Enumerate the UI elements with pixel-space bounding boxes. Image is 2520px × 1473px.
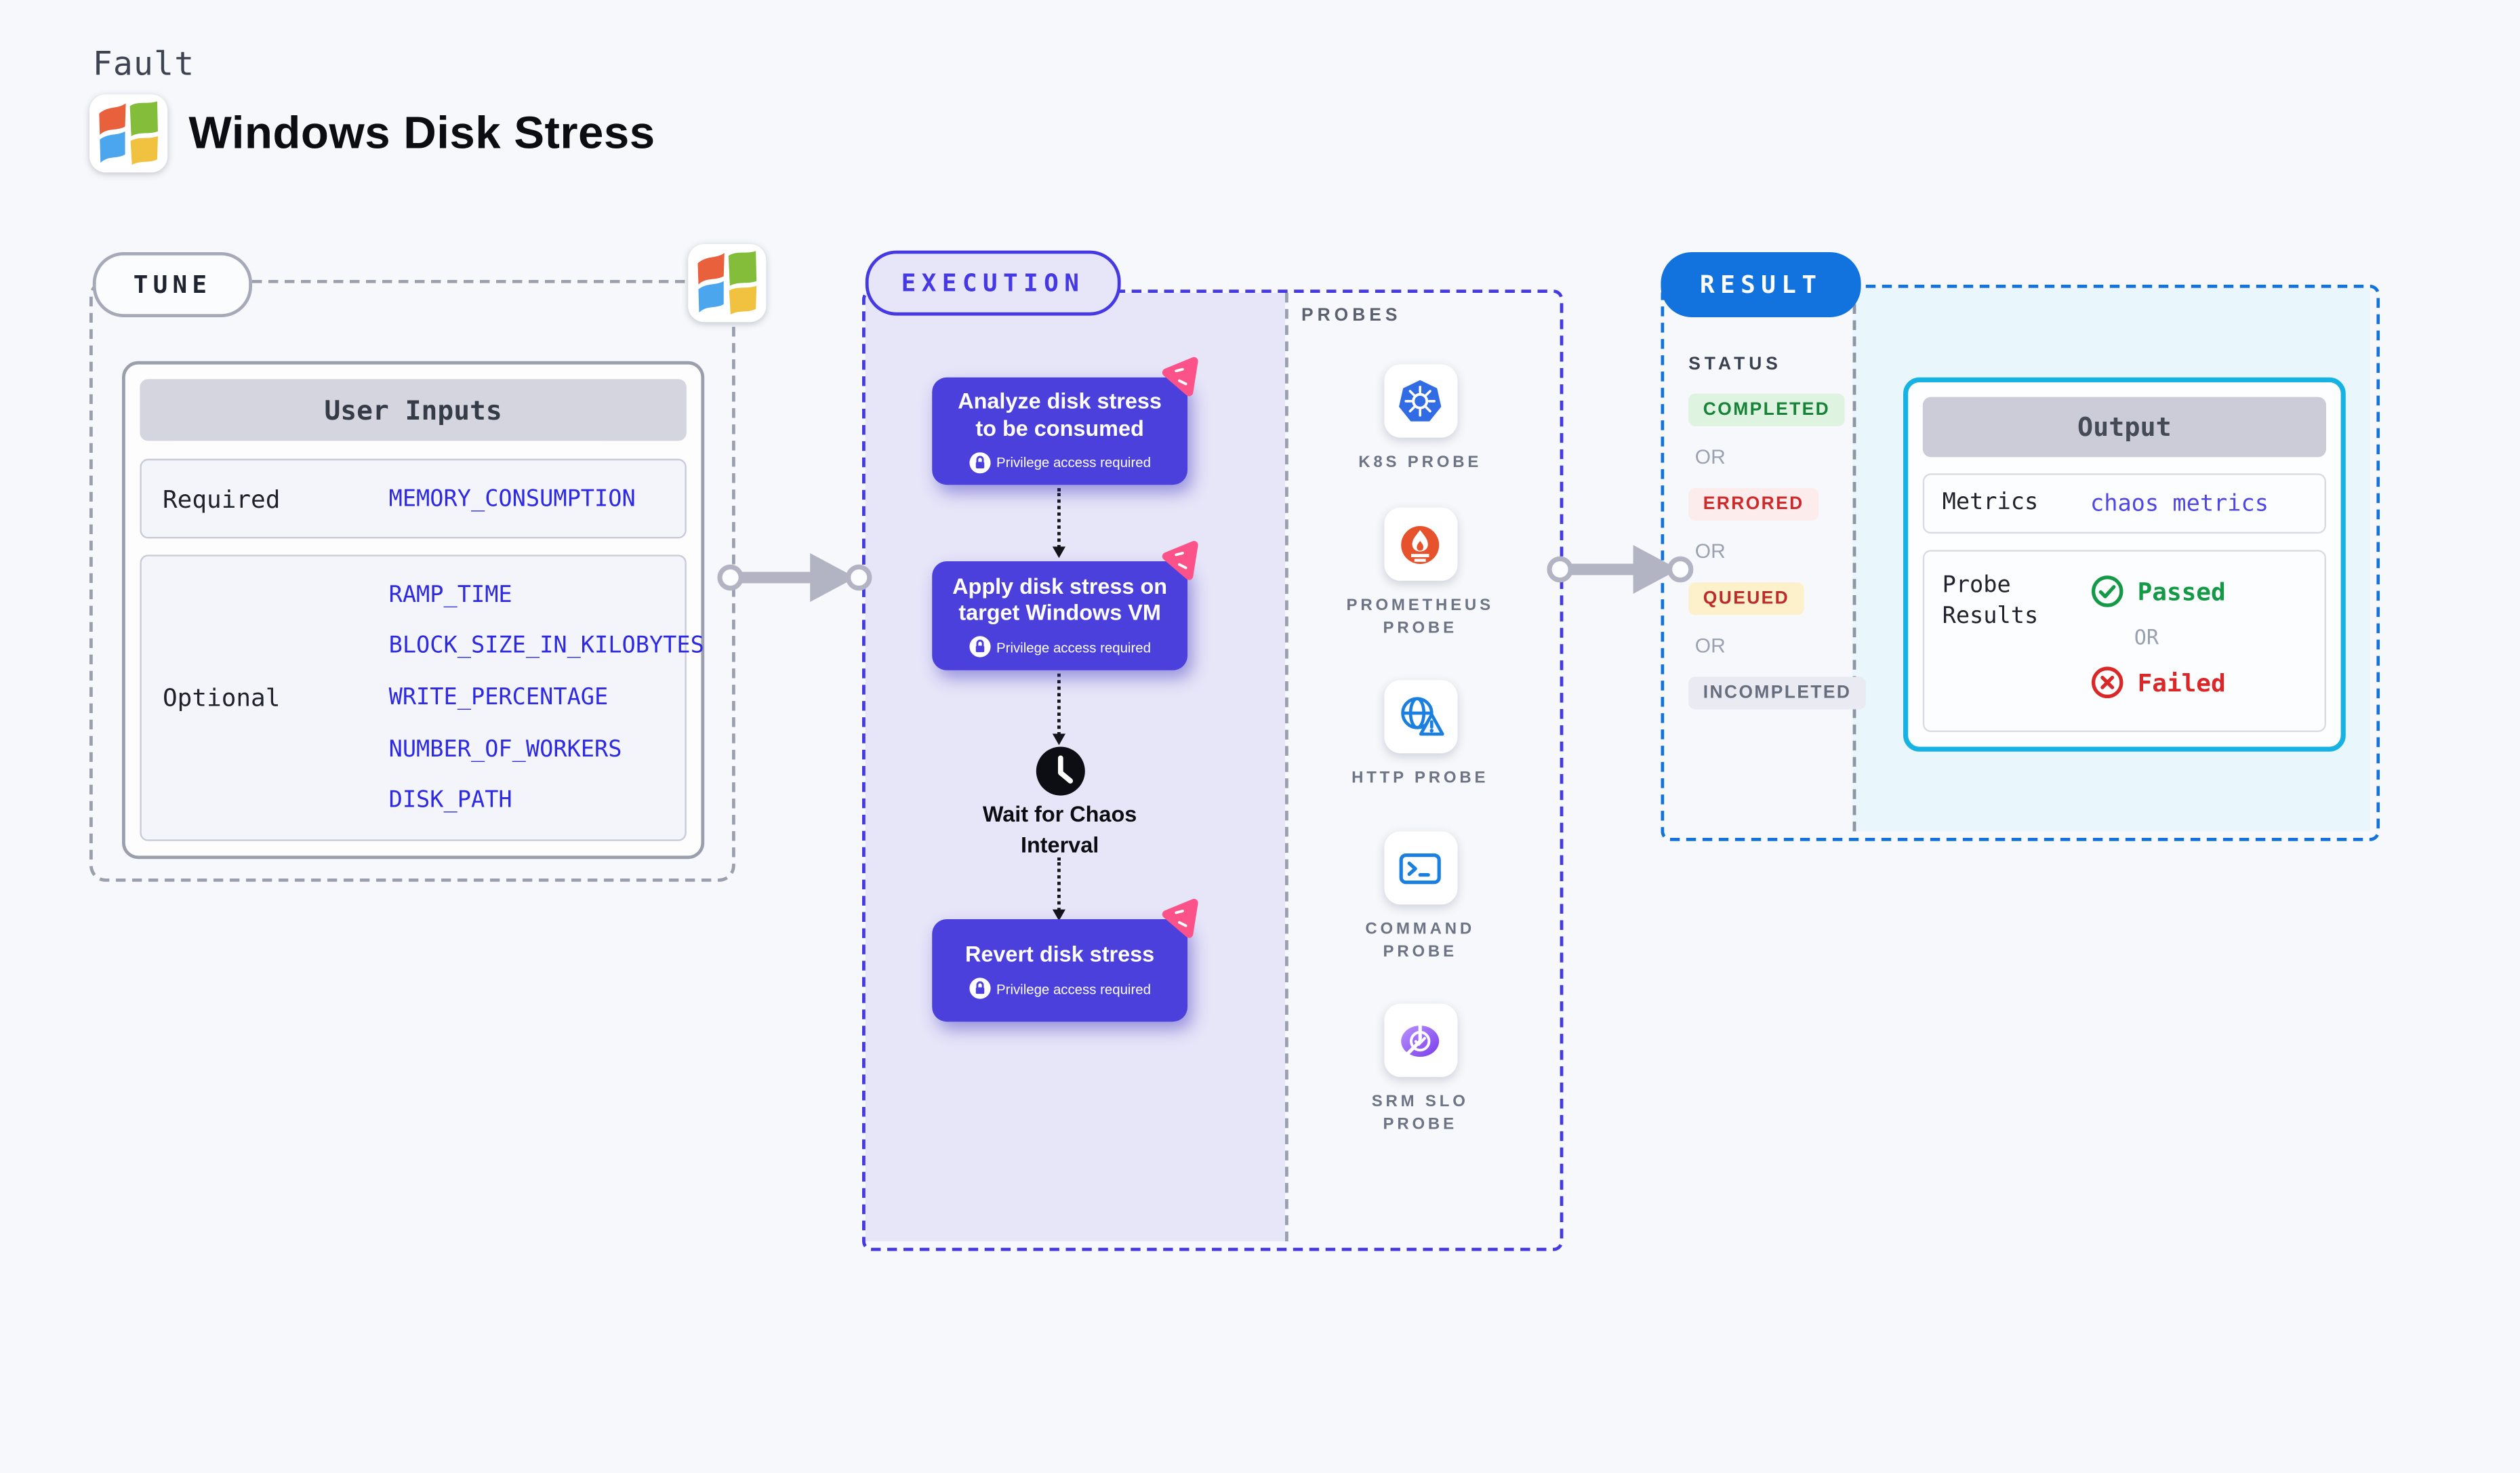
privilege-note-label: Privilege access required [996, 980, 1151, 997]
title-row: Windows Disk Stress [89, 94, 655, 173]
chaos-pinwheel-icon [1162, 357, 1198, 397]
flow-arrow-tune-to-execution [717, 553, 872, 603]
probe-command: COMMAND PROBE [1293, 831, 1547, 963]
user-inputs-card: User Inputs Required MEMORY_CONSUMPTION … [122, 361, 705, 860]
prometheus-icon [1383, 507, 1457, 581]
step-connector [1052, 857, 1065, 921]
status-badge-completed: COMPLETED [1688, 393, 1845, 426]
status-badge-queued: QUEUED [1688, 582, 1804, 616]
chaos-pinwheel-icon [1162, 899, 1198, 938]
execution-step-apply: Apply disk stress on target Windows VM P… [932, 541, 1198, 670]
optional-param: BLOCK_SIZE_IN_KILOBYTES [388, 633, 704, 660]
lock-icon [969, 451, 990, 473]
user-inputs-title: User Inputs [140, 379, 687, 441]
globe-warning-icon [1383, 680, 1457, 754]
probe-label: HTTP PROBE [1352, 769, 1489, 788]
probe-http: HTTP PROBE [1293, 680, 1547, 790]
privilege-note-label: Privilege access required [996, 639, 1151, 655]
privilege-note: Privilege access required [969, 451, 1151, 473]
probe-srm-slo: SRM SLO PROBE [1293, 1003, 1547, 1135]
windows-logo-small-icon [688, 244, 767, 323]
failed-label: Failed [2137, 668, 2226, 698]
optional-inputs-row: Optional RAMP_TIME BLOCK_SIZE_IN_KILOBYT… [140, 554, 704, 841]
or-separator: OR [1694, 540, 1726, 563]
execution-step-revert: Revert disk stress Privilege access requ… [932, 899, 1198, 1022]
probe-label: K8S PROBE [1358, 453, 1482, 472]
chaos-pinwheel-icon [1162, 541, 1198, 580]
privilege-note: Privilege access required [969, 636, 1151, 658]
terminal-icon [1383, 831, 1457, 905]
clock-icon [1036, 746, 1085, 796]
probe-results-row: Probe Results Passed OR Failed [1922, 550, 2327, 732]
optional-param: WRITE_PERCENTAGE [388, 685, 609, 711]
privilege-note: Privilege access required [969, 977, 1151, 999]
probe-label: PROMETHEUS PROBE [1346, 597, 1494, 637]
or-separator: OR [2134, 624, 2159, 649]
wait-for-chaos-interval-label: Wait for Chaos Interval [982, 802, 1137, 857]
tune-badge: TUNE [92, 252, 253, 318]
status-column: STATUS COMPLETED OR ERRORED OR QUEUED OR… [1688, 355, 1866, 710]
windows-logo-icon [89, 94, 168, 173]
step-connector [1052, 488, 1065, 559]
required-label: Required [163, 484, 281, 514]
result-badge: RESULT [1661, 252, 1862, 318]
metrics-row: Metrics chaos metrics [1922, 473, 2327, 534]
passed-label: Passed [2137, 576, 2226, 607]
probe-k8s: K8S PROBE [1293, 364, 1547, 475]
required-inputs-row: Required MEMORY_CONSUMPTION [140, 458, 687, 539]
or-separator: OR [1694, 634, 1726, 658]
probe-label: COMMAND PROBE [1365, 921, 1475, 961]
probe-passed-line: Passed [2090, 574, 2226, 608]
chaos-metrics-link: chaos metrics [2090, 490, 2269, 517]
step-title: Apply disk stress on target Windows VM [952, 573, 1168, 625]
output-card: Output Metrics chaos metrics Probe Resul… [1903, 377, 2346, 752]
execution-section-box [862, 289, 1564, 1251]
x-circle-icon [2091, 666, 2123, 699]
probe-label: SRM SLO PROBE [1371, 1093, 1469, 1133]
probes-divider [1285, 293, 1288, 1242]
probe-prometheus: PROMETHEUS PROBE [1293, 507, 1547, 639]
metrics-label: Metrics [1942, 489, 2039, 516]
fault-kicker: Fault [92, 43, 195, 83]
step-title: Revert disk stress [964, 942, 1155, 967]
optional-label: Optional [163, 683, 281, 713]
required-param: MEMORY_CONSUMPTION [388, 485, 636, 512]
optional-param: RAMP_TIME [388, 582, 512, 608]
step-title: Analyze disk stress to be consumed [958, 389, 1162, 441]
page-title: Windows Disk Stress [188, 107, 655, 158]
srm-slo-icon [1383, 1003, 1457, 1077]
lock-icon [969, 636, 990, 658]
probe-failed-line: Failed [2090, 666, 2226, 700]
check-circle-icon [2091, 576, 2123, 607]
status-badge-errored: ERRORED [1688, 488, 1819, 521]
probe-results-label: Probe Results [1942, 572, 2039, 630]
flow-arrow-execution-to-result [1547, 545, 1694, 594]
execution-step-analyze: Analyze disk stress to be consumed Privi… [932, 357, 1198, 485]
step-connector [1052, 673, 1065, 746]
status-badge-incompleted: INCOMPLETED [1688, 677, 1866, 710]
execution-badge: EXECUTION [865, 250, 1121, 316]
lock-icon [969, 977, 990, 999]
privilege-note-label: Privilege access required [996, 454, 1151, 471]
optional-param: NUMBER_OF_WORKERS [388, 736, 622, 763]
probes-title: PROBES [1301, 306, 1402, 326]
status-title: STATUS [1688, 355, 1782, 374]
optional-param: DISK_PATH [388, 788, 512, 814]
output-title: Output [1922, 397, 2327, 458]
or-separator: OR [1694, 445, 1726, 469]
kubernetes-icon [1383, 364, 1457, 438]
status-divider [1852, 287, 1856, 832]
